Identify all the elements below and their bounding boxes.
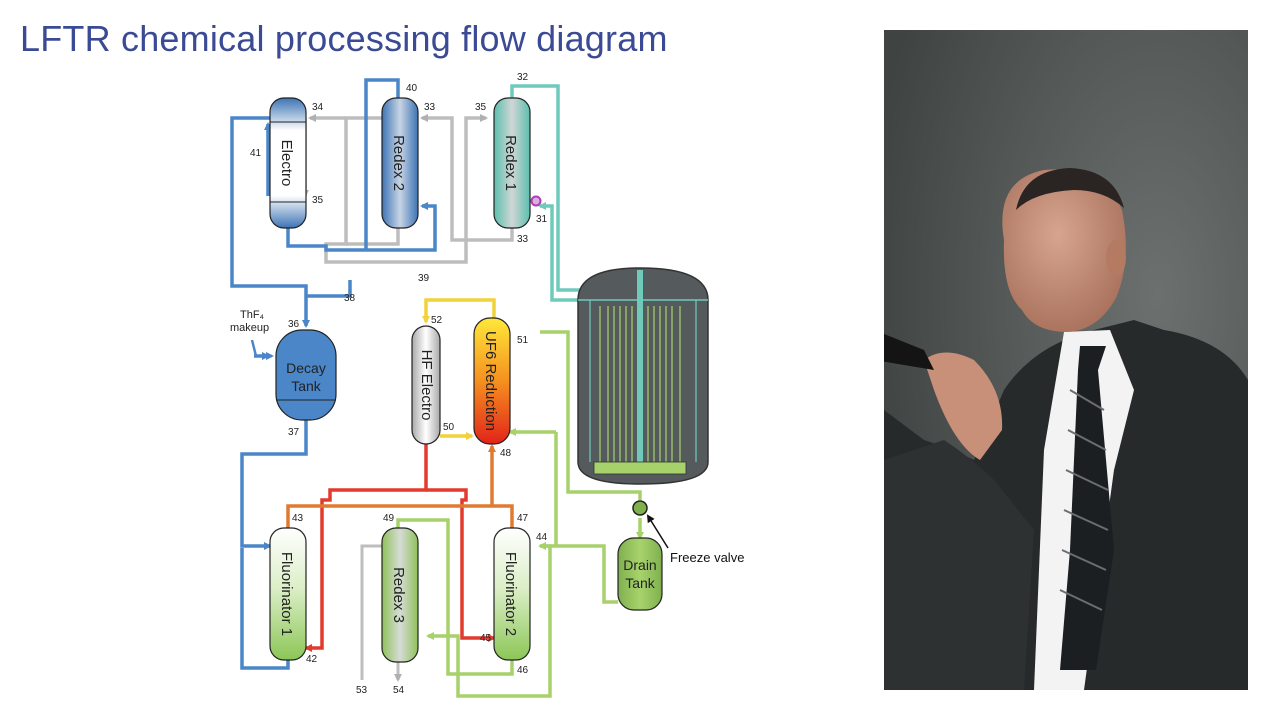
stream-numbers: 34 40 33 35 32 41 35 31 33 39 38 36 37 5… [250, 72, 548, 696]
redex1-label: Redex 1 [502, 135, 519, 191]
stream-number: 31 [536, 214, 548, 225]
presenter-video [884, 30, 1248, 690]
flow-diagram: Electro Redex 2 Redex 1 Decay Tank HF El… [230, 72, 744, 698]
stream-number: 35 [312, 195, 324, 206]
electro-label: Electro [278, 140, 295, 187]
stream-number: 45 [480, 633, 492, 644]
uf6-reduction-label: UF6 Reduction [482, 331, 499, 431]
uf6-reduction-vessel: UF6 Reduction [473, 317, 511, 445]
redex3-vessel: Redex 3 [381, 527, 419, 663]
electro-vessel: Electro [269, 97, 307, 229]
stream-number: 36 [288, 319, 300, 330]
green-streams [396, 330, 644, 698]
stream-number: 44 [536, 532, 548, 543]
fluorinator2-label: Fluorinator 2 [502, 552, 519, 636]
thf4-makeup-arrow [250, 339, 274, 360]
stream-number: 33 [517, 234, 529, 245]
slide-title: LFTR chemical processing flow diagram [20, 18, 668, 59]
stream-number: 51 [517, 335, 529, 346]
redex2-vessel: Redex 2 [381, 97, 419, 229]
thf4-formula: ThF₄ [240, 309, 265, 321]
stream-number: 41 [250, 148, 262, 159]
redex3-label: Redex 3 [390, 567, 407, 623]
blue-streams [230, 78, 437, 670]
freeze-valve-icon [632, 500, 648, 516]
stream-number: 37 [288, 427, 300, 438]
stream-number: 49 [383, 513, 395, 524]
stream-number: 38 [344, 293, 356, 304]
redex2-label: Redex 2 [390, 135, 407, 191]
freeze-valve-label: Freeze valve [670, 550, 744, 565]
stream-number: 53 [356, 685, 368, 696]
red-streams [304, 444, 496, 652]
drain-tank: Drain Tank [617, 537, 663, 611]
stream-number: 42 [306, 654, 318, 665]
fluorinator1-label: Fluorinator 1 [278, 552, 295, 636]
decay-tank-label-1: Decay [286, 360, 326, 376]
stream-number: 33 [424, 102, 436, 113]
fluorinator1-vessel: Fluorinator 1 [269, 527, 307, 661]
stream-number: 39 [418, 273, 430, 284]
teal-streams [510, 84, 580, 302]
hf-electro-label: HF Electro [418, 350, 435, 421]
freeze-valve-pointer [646, 514, 669, 549]
stream-number: 40 [406, 83, 418, 94]
stream-number: 50 [443, 422, 455, 433]
redex1-vessel: Redex 1 [493, 97, 531, 229]
drain-tank-label-2: Tank [625, 575, 656, 591]
presenter-image [884, 30, 1248, 690]
stream-number: 32 [517, 72, 529, 83]
stream-number: 52 [431, 315, 443, 326]
thf4-makeup-word: makeup [230, 322, 269, 334]
drain-tank-label-1: Drain [623, 557, 656, 573]
stream-number: 48 [500, 448, 512, 459]
hf-electro-vessel: HF Electro [411, 325, 441, 445]
fluorinator2-vessel: Fluorinator 2 [493, 527, 531, 661]
decay-tank-label-2: Tank [291, 378, 322, 394]
gray-bottom-streams [360, 544, 402, 682]
stream-number: 47 [517, 513, 529, 524]
stream-number: 54 [393, 685, 405, 696]
reactor-vessel [577, 267, 709, 485]
stream-number: 34 [312, 102, 324, 113]
yellow-streams [422, 298, 496, 440]
sample-point-icon [530, 195, 542, 207]
stream-number: 35 [475, 102, 487, 113]
decay-tank: Decay Tank [275, 329, 337, 421]
stream-number: 43 [292, 513, 304, 524]
orange-streams [286, 444, 514, 528]
stream-number: 46 [517, 665, 529, 676]
